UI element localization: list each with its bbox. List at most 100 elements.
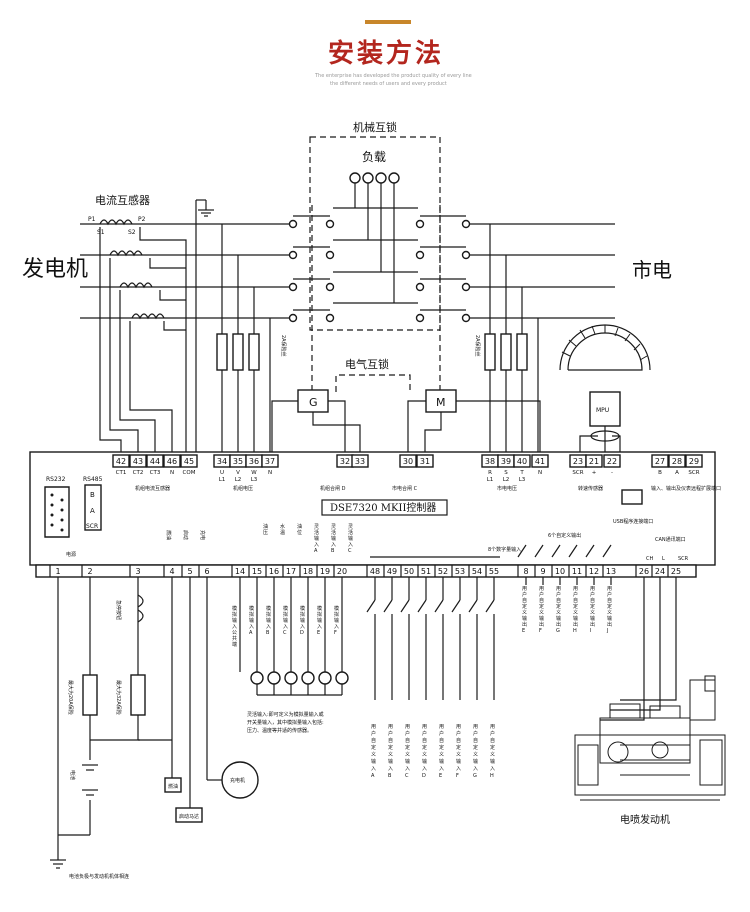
digital-input-label: 入 [439,766,444,772]
digital-input-label: H [490,773,494,779]
sensor-label: 拟 [317,611,322,618]
power-label: 电源 [66,551,76,558]
sensor-label: 公 [232,630,237,636]
digital-input-label: 户 [456,730,461,737]
digital-switch [400,599,410,613]
contactors [288,136,471,392]
sensor-label: 拟 [283,611,288,618]
digital-input-label: 输 [405,758,410,765]
output-label: J [606,628,608,634]
output-label: 定 [539,603,544,610]
digital-switch [485,599,495,613]
top-terminal [603,454,621,468]
output-contact [551,544,561,558]
output-label: 输 [556,615,561,622]
output-label: 自 [556,597,561,604]
digital-input-label: 户 [388,730,393,737]
elec-interlock-label: 电气互锁 [345,357,389,371]
digital-input-label: 用 [371,724,376,730]
top-terminal-number: 44 [150,457,160,466]
digital-input-label: 户 [422,730,427,737]
output-label: 输 [590,615,595,622]
sensor-label: 输 [334,617,339,624]
bottom-terminal-number: 12 [589,567,599,576]
ct-p1: P1 [88,216,96,223]
bottom-terminal-number: 54 [472,567,482,576]
output-label: 定 [556,603,561,610]
digital-switch [383,599,393,613]
top-terminal-number: 38 [485,457,495,466]
sensor-label: 输 [300,617,305,624]
can-pin-label: SCR [678,556,689,562]
bottom-terminal-number: 24 [655,567,665,576]
bottom-terminal-number: 11 [572,567,582,576]
output-label: 用 [522,586,527,592]
bottom-terminal-number: 16 [269,567,279,576]
digital-input-label: 输 [371,758,376,765]
analog-input-label: 输 [314,535,319,542]
analog-note-3: 压力、温度等并适的传感器。 [247,727,312,734]
analog-input-label: 活 [331,529,336,536]
sensor-label: 输 [317,617,322,624]
ct-coils [99,219,187,452]
controller-model-frame [321,499,448,516]
digital-input-label: 输 [388,758,393,765]
top-terminal [163,454,181,468]
top-terminal [513,454,531,468]
bottom-terminal-number: 26 [639,567,649,576]
speed-group-label: 转速传感器 [578,485,603,492]
output-label: 用 [590,586,595,592]
analog-input-label: 入 [331,542,336,548]
analog-input-label: 输 [331,535,336,542]
gen-fuse-label: 2A保险丝 [280,335,287,357]
sensor-label: 输 [249,617,254,624]
outputs-label: 6个自定义输出 [548,532,581,539]
digital-input-label: 户 [473,730,478,737]
sensor-label: 模 [266,605,271,612]
bottom-terminal-number: 20 [337,567,347,576]
bottom-terminal-number: 14 [235,567,245,576]
terminal-sublabel: N [268,470,272,476]
digital-input-label: 自 [371,737,376,744]
top-terminal [129,454,147,468]
charger-label: 充电机 [230,777,245,784]
output-label: 输 [607,615,612,622]
fuse-20a-label: 最大为20A保险 [67,680,74,715]
terminal-sublabel: S [504,470,508,476]
page-title: 安装方法 [328,39,445,69]
bottom-terminal-number: 2 [87,567,92,576]
sensor-label: F [334,630,337,636]
rs485-port [84,484,102,531]
digital-input-label: D [422,773,426,779]
analog-input-label: 温 [280,529,285,536]
ct-label: 电流互感器 [95,193,150,207]
load-label: 负载 [362,150,386,164]
digital-input-label: 用 [439,724,444,730]
digital-input-label: F [456,773,459,779]
sensor-label: 模 [283,605,288,612]
digital-input-label: 定 [456,744,461,751]
sensor-label: 拟 [266,611,271,618]
mpu-assembly [559,324,651,452]
sensor-label: 输 [266,617,271,624]
bottom-terminal-number: 4 [169,567,174,576]
analog-input-label: 油 [263,523,268,530]
sensor-label: 入 [317,624,322,630]
sensor-label: E [317,630,320,636]
terminal-sublabel: L1 [219,477,226,483]
sensor-label: 拟 [232,611,237,618]
gen-close-label: 机组合闸 D [320,485,346,492]
can-pin-label: CH [646,556,653,562]
output-label: 出 [607,621,612,628]
output-label: 用 [607,586,612,592]
digital-input-label: 定 [388,744,393,751]
controller-box [29,451,716,566]
terminal-sublabel: T [519,470,524,476]
digital-input-label: 义 [405,752,410,758]
sensor-label: 模 [300,605,305,612]
sensor-label: 模 [317,605,322,612]
page-subtitle-1: The enterprise has developed the product… [315,73,472,79]
output-label: 义 [522,610,527,616]
mains-label: 市电 [632,258,672,282]
